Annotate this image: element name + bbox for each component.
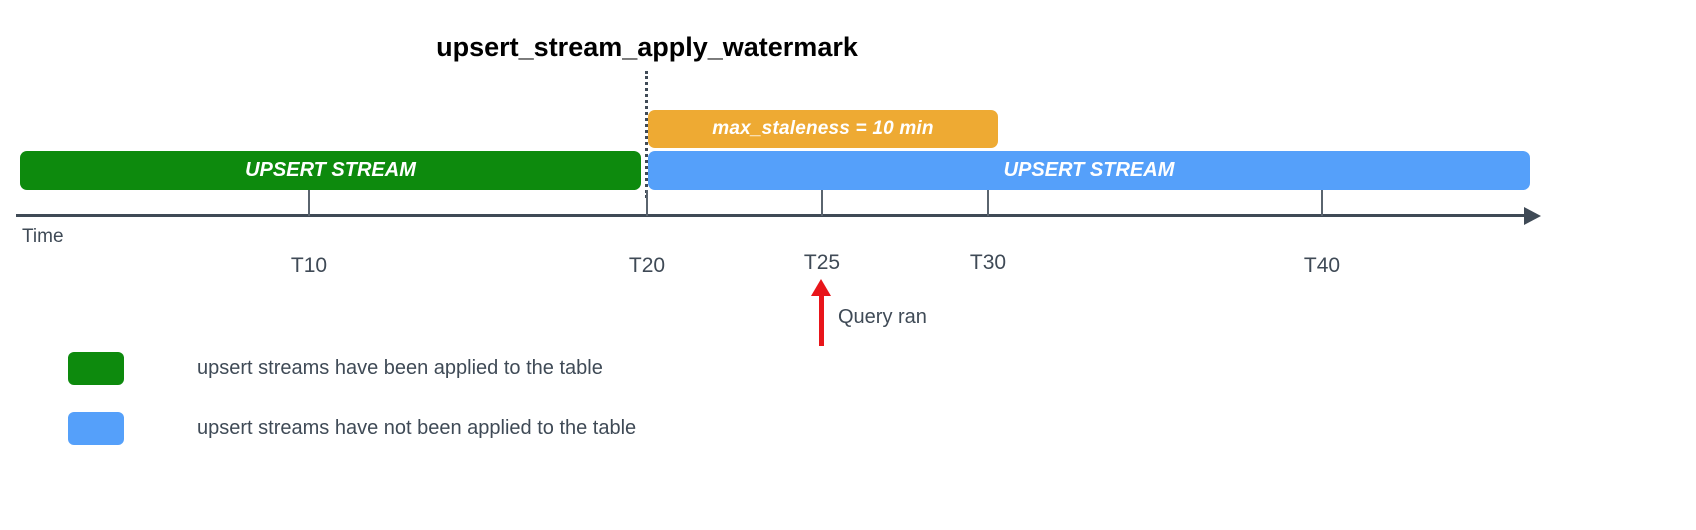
query-ran-label: Query ran: [838, 306, 927, 328]
axis-tick-label-t40: T40: [1303, 254, 1341, 277]
legend-item-applied: upsert streams have been applied to the …: [68, 352, 603, 385]
axis-tick-t25: [821, 190, 823, 216]
legend-swatch-green: [68, 352, 124, 385]
legend-item-not-applied: upsert streams have not been applied to …: [68, 412, 636, 445]
max-staleness-label: max_staleness = 10 min: [712, 118, 934, 139]
legend-label-not-applied: upsert streams have not been applied to …: [197, 417, 637, 439]
axis-tick-t40: [1321, 190, 1323, 216]
query-ran-arrow-icon: [819, 294, 824, 346]
axis-tick-label-t25: T25: [803, 251, 841, 274]
time-axis-label: Time: [22, 226, 64, 247]
axis-tick-t10: [308, 190, 310, 216]
axis-tick-t30: [987, 190, 989, 216]
watermark-dotted-line: [645, 71, 648, 198]
time-axis-arrow-icon: [1524, 207, 1541, 225]
axis-tick-label-t30: T30: [969, 251, 1007, 274]
time-axis-line: [16, 214, 1528, 217]
query-ran-arrowhead-icon: [811, 279, 831, 296]
axis-tick-label-t20: T20: [628, 254, 666, 277]
legend-label-applied: upsert streams have been applied to the …: [197, 357, 603, 379]
legend-swatch-blue: [68, 412, 124, 445]
page-title: upsert_stream_apply_watermark: [436, 32, 858, 62]
axis-tick-label-t10: T10: [290, 254, 328, 277]
max-staleness-bar: max_staleness = 10 min: [648, 110, 998, 148]
upsert-stream-applied-bar: UPSERT STREAM: [20, 151, 641, 190]
upsert-stream-applied-label: UPSERT STREAM: [245, 159, 416, 181]
axis-tick-t20: [646, 190, 648, 216]
upsert-stream-not-applied-label: UPSERT STREAM: [1003, 159, 1175, 181]
upsert-stream-not-applied-bar: UPSERT STREAM: [648, 151, 1530, 190]
